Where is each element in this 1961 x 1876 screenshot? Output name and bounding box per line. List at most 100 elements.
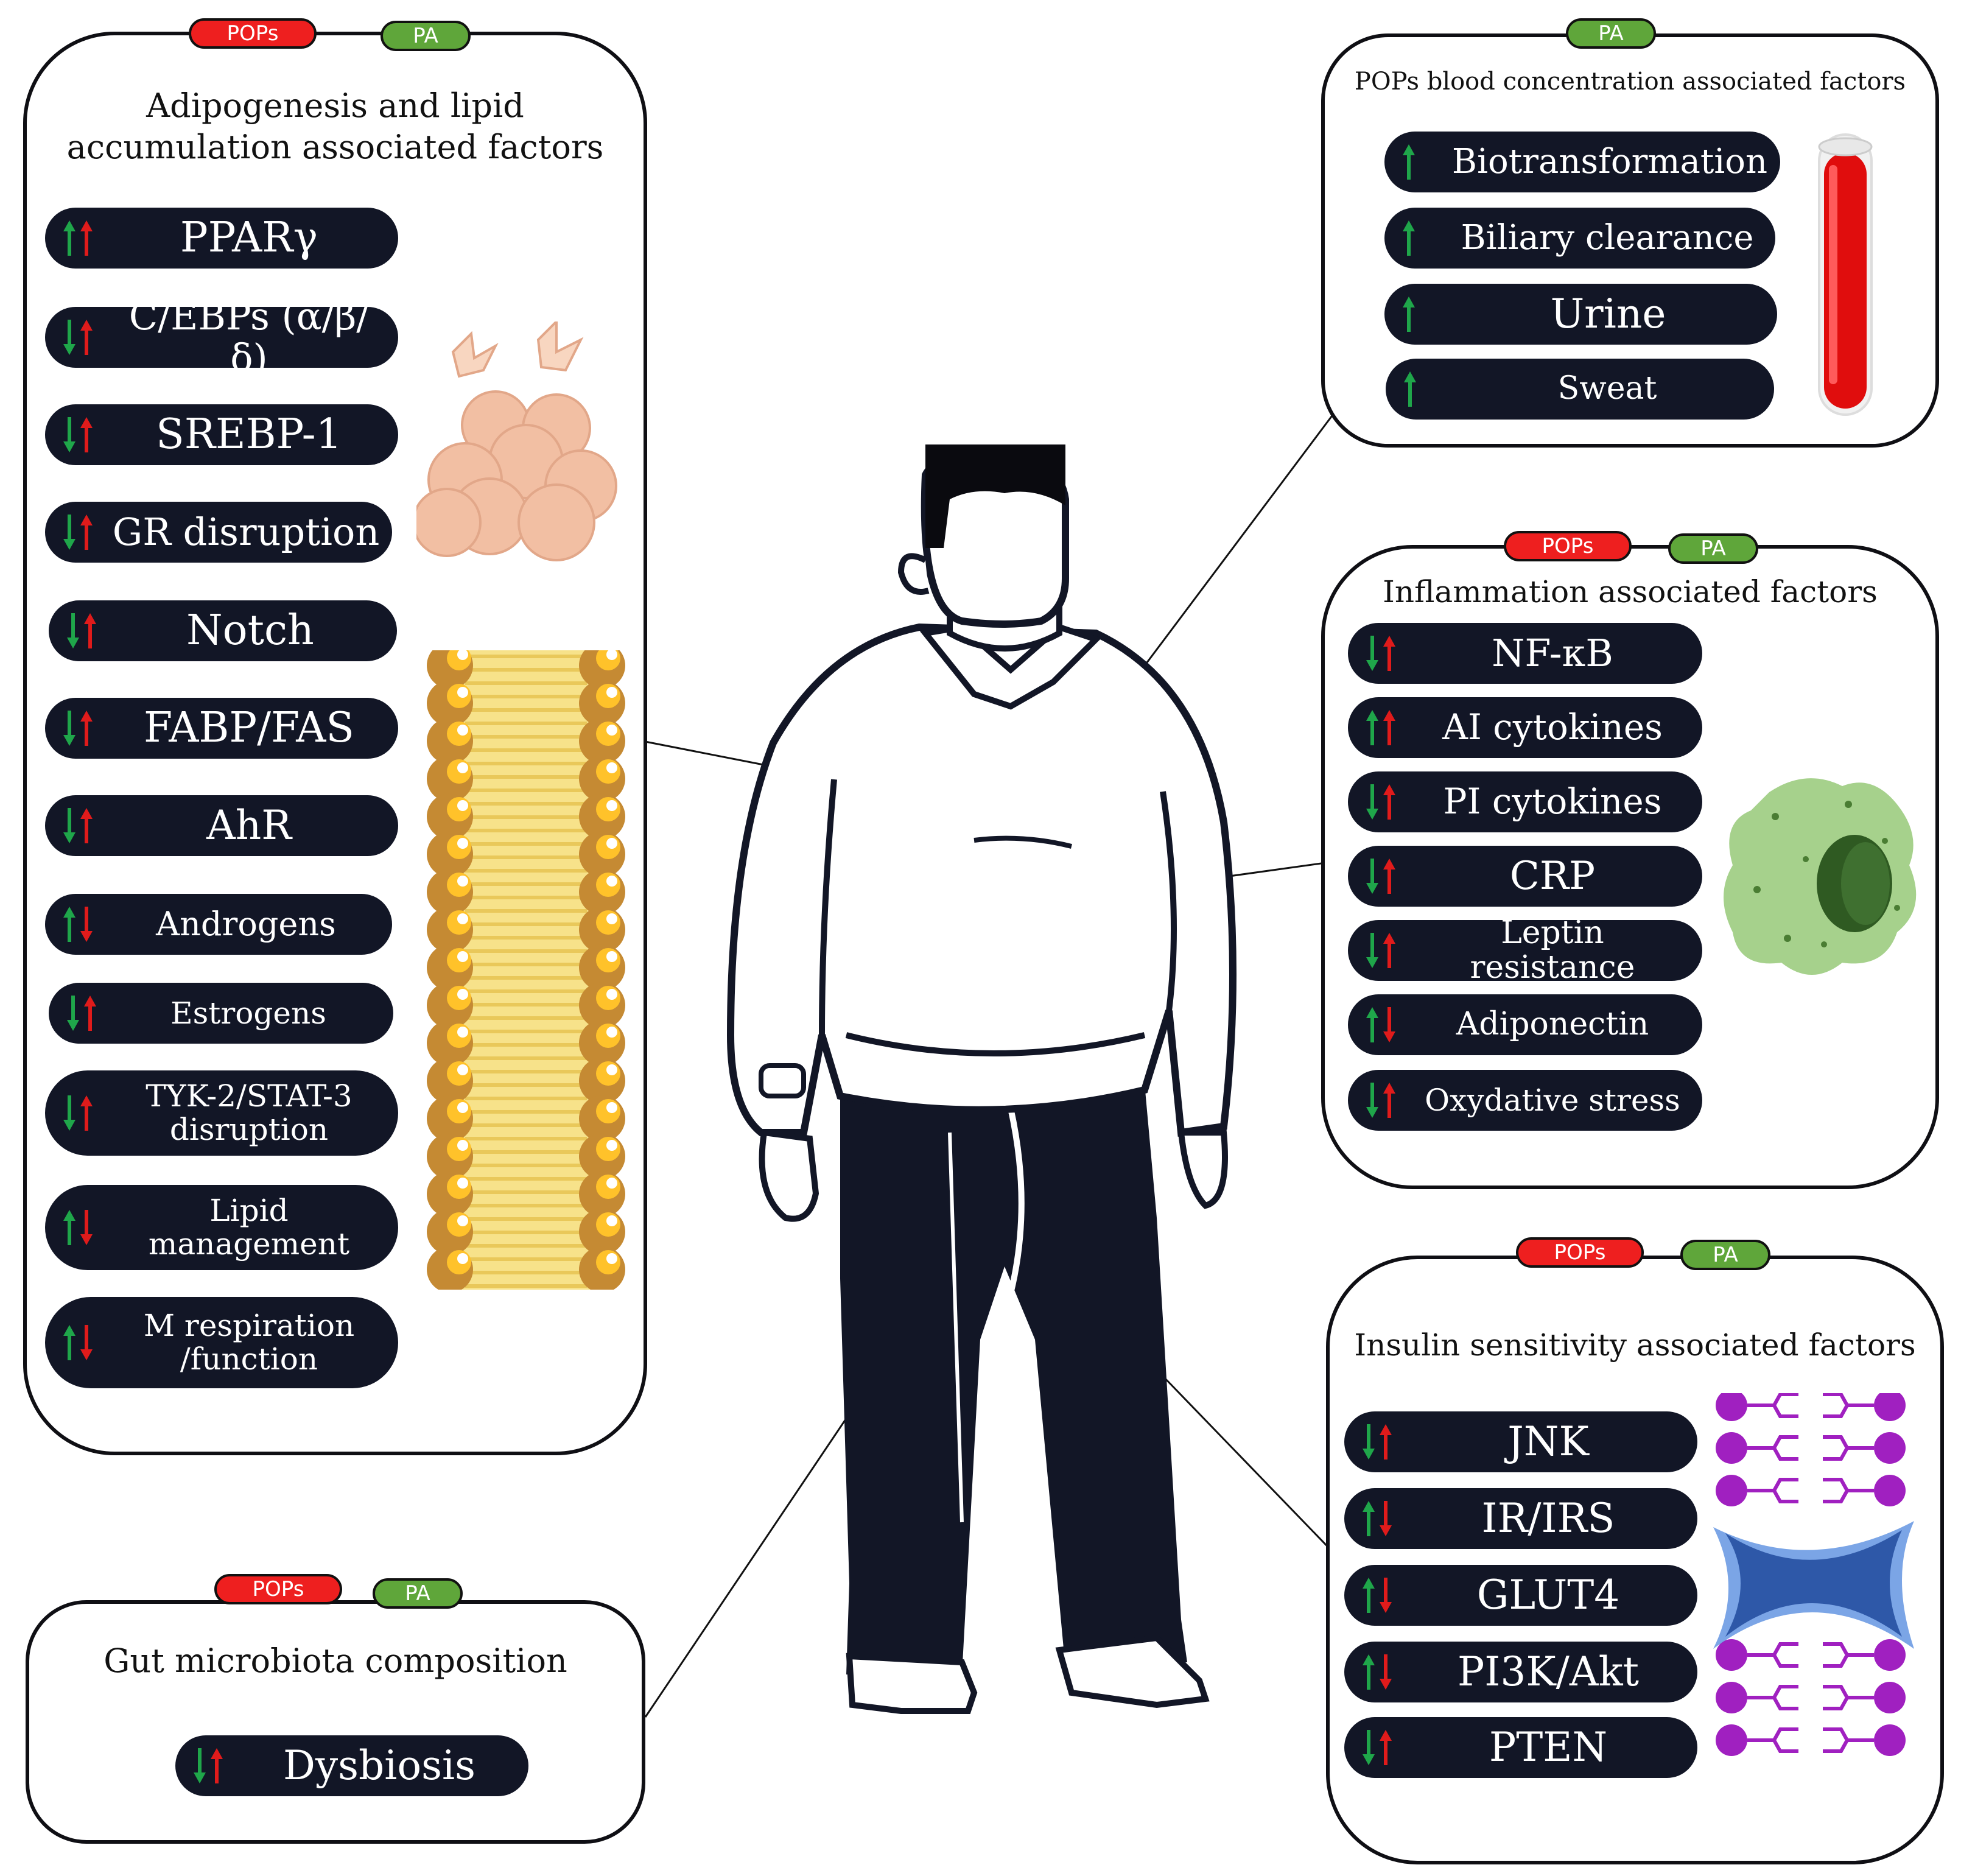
factor-label-line: M respiration [143,1308,355,1343]
arrow-up-red-icon [80,1095,93,1131]
factor-label-line: management [148,1226,350,1262]
arrow-up-green-icon [1363,1654,1375,1690]
adipocyte-cluster-illustration [416,321,617,561]
trend-arrows [1361,1642,1393,1702]
arrow-down-green-icon [1363,1424,1375,1460]
adipogenesis-factor-pill: Notch [49,600,397,661]
trend-arrows [66,983,97,1044]
arrow-up-green-icon [1403,220,1415,256]
factor-label: CRP [1509,853,1596,899]
factor-label: GLUT4 [1476,1571,1620,1618]
arrow-up-green-icon [1404,371,1416,407]
factor-label-line: /function [180,1341,318,1377]
insulin-factor-pill: PI3K/Akt [1344,1642,1697,1702]
arrow-up-green-icon [1363,1578,1375,1613]
factor-label: Androgens [156,905,336,944]
inflammation-pa-tag: PA [1668,533,1758,564]
arrow-up-red-icon [80,515,93,550]
right-hand [1177,1129,1228,1209]
arrow-down-green-icon [1366,1083,1378,1118]
arrow-down-green-icon [1366,784,1378,820]
factor-label: PPARγ [180,213,318,262]
trend-arrows [62,1185,94,1270]
arrow-down-red-icon [1380,1578,1392,1613]
immune-cell-illustration [1724,778,1917,975]
panel-gut: Gut microbiota composition Dysbiosis [26,1600,645,1844]
left-shoe [846,1653,978,1714]
arrow-down-red-icon [80,907,93,942]
factor-label: PI cytokines [1443,781,1662,823]
factor-label-line: TYK-2/STAT-3 [146,1078,353,1114]
lipid-bilayer-illustration [427,650,625,1290]
factor-label: FABP/FAS [144,703,354,752]
inflammation-factor-pill: Leptin resistance [1348,914,1702,986]
arrow-down-green-icon [67,996,79,1031]
adipogenesis-factor-pill: C/EBPs (α/β/δ) [45,295,398,379]
panel-inflammation-title: Inflammation associated factors [1383,574,1878,610]
arrow-up-red-icon [1383,1083,1395,1118]
arrow-up-green-icon [63,220,75,256]
trend-arrows [1361,1565,1393,1626]
trouser-highlight [992,1107,1025,1645]
factor-label: Oxydative stress [1425,1082,1680,1118]
arrow-down-green-icon [63,417,75,452]
arrow-down-red-icon [80,1210,93,1245]
arrow-down-green-icon [63,320,75,355]
factor-label: SREBP-1 [156,410,342,458]
arrow-up-red-icon [1383,710,1395,745]
connector-blood [1113,413,1335,707]
gut-pa-tag: PA [373,1578,463,1609]
blood-pa-tag: PA [1566,18,1656,49]
trend-arrows [62,502,94,563]
arrow-up-red-icon [1383,784,1395,820]
arrow-up-green-icon [1403,144,1415,180]
sweater [726,623,1237,1137]
arrow-up-green-icon [1366,1007,1378,1042]
factor-label: PTEN [1489,1723,1608,1771]
trend-arrows [62,1297,94,1388]
arrow-up-green-icon [1363,1501,1375,1536]
arrow-down-green-icon [67,613,79,648]
arrow-up-red-icon [80,808,93,843]
factor-label: JNK [1507,1418,1589,1465]
wristwatch [759,1063,806,1098]
arrow-up-red-icon [1383,859,1395,894]
arrow-down-red-icon [80,1325,93,1360]
panel-insulin: Insulin sensitivity associated factors J… [1326,1256,1944,1864]
factor-label-line: Lipid [209,1193,289,1228]
adipogenesis-factor-pill: M respiration/function [45,1297,398,1388]
arrow-down-green-icon [1366,933,1378,968]
trend-arrows [62,208,94,269]
inflammation-factor-pill: Oxydative stress [1348,1070,1702,1131]
trend-arrows [192,1735,224,1796]
trend-arrows [1401,284,1416,345]
trousers [840,1084,1187,1674]
adipogenesis-factor-pill: SREBP-1 [45,404,398,465]
trend-arrows [1401,208,1416,269]
inflammation-factor-pill: NF-κB [1348,623,1702,684]
arrow-up-red-icon [1383,933,1395,968]
factor-label: Biotransformation [1451,142,1768,182]
arrow-down-green-icon [194,1748,206,1783]
factor-label: IR/IRS [1481,1494,1615,1542]
inflammation-factor-pill: Adiponectin [1348,994,1702,1055]
factor-label: AhR [206,801,292,849]
trend-arrows [1365,1070,1397,1131]
arrow-up-red-icon [80,220,93,256]
insulin-factor-pill: JNK [1344,1411,1697,1472]
factor-label: M respiration/function [112,1297,386,1388]
trend-arrows [1365,994,1397,1055]
blood-factor-pill: Urine [1384,284,1777,345]
factor-label-line: disruption [169,1112,329,1147]
arrow-up-red-icon [1380,1424,1392,1460]
arrow-up-red-icon [211,1748,223,1783]
trend-arrows [1403,359,1417,420]
factor-label: Leptin resistance [1470,914,1635,986]
arrow-up-red-icon [84,996,96,1031]
factor-label: Sweat [1557,370,1657,407]
blood-test-tube-icon [1818,133,1873,416]
panel-adipogenesis-title: Adipogenesis and lipid accumulation asso… [66,86,604,166]
